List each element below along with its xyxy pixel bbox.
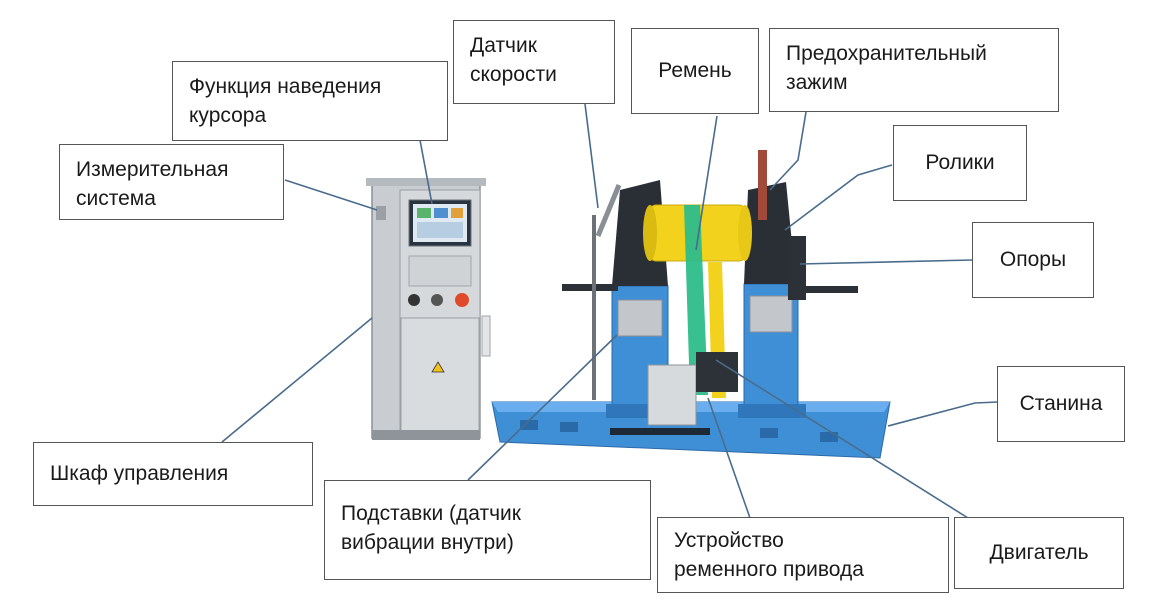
leader-cursor-function bbox=[419, 139, 433, 205]
label-cursor-function-line2: курсора bbox=[189, 104, 267, 127]
label-supports: Опоры bbox=[972, 222, 1094, 298]
label-motor: Двигатель bbox=[954, 517, 1124, 589]
label-cursor-function: Функция наведения курсора bbox=[172, 61, 448, 141]
label-belt-drive: Устройство ременного привода bbox=[657, 517, 949, 593]
leader-belt bbox=[695, 115, 718, 251]
label-control-cabinet: Шкаф управления bbox=[33, 442, 313, 506]
label-speed-sensor-line2: скорости bbox=[470, 63, 557, 86]
belt-drive-box bbox=[647, 352, 738, 426]
label-cursor-function-line1: Функция наведения bbox=[189, 75, 382, 98]
label-stands-line2: вибрации внутри) bbox=[341, 531, 514, 554]
label-bed: Станина bbox=[997, 366, 1125, 442]
label-stands-line1: Подставки (датчик bbox=[341, 502, 521, 525]
leader-control-cabinet bbox=[221, 317, 373, 443]
label-safety-clamp: Предохранительный зажим bbox=[769, 28, 1059, 112]
label-belt-drive-line2: ременного привода bbox=[674, 558, 864, 581]
leader-rollers bbox=[784, 164, 893, 231]
label-safety-clamp-line2: зажим bbox=[786, 71, 848, 94]
leader-safety-clamp bbox=[769, 111, 807, 191]
label-bed-text: Станина bbox=[1019, 392, 1103, 415]
control-cabinet bbox=[366, 178, 491, 440]
label-belt-drive-line1: Устройство bbox=[674, 529, 784, 552]
right-pedestal bbox=[738, 182, 858, 418]
leader-motor bbox=[715, 359, 969, 519]
label-motor-text: Двигатель bbox=[989, 541, 1089, 564]
speed-sensor-arm bbox=[592, 184, 622, 400]
leader-speed-sensor bbox=[584, 103, 599, 209]
label-belt: Ремень bbox=[631, 28, 759, 114]
leader-supports bbox=[799, 259, 973, 265]
leader-stands bbox=[467, 334, 618, 481]
label-measuring-system-line1: Измерительная bbox=[76, 158, 229, 181]
label-rollers-text: Ролики bbox=[925, 151, 995, 174]
label-supports-text: Опоры bbox=[999, 248, 1067, 271]
label-rollers: Ролики bbox=[893, 125, 1027, 201]
label-safety-clamp-line1: Предохранительный bbox=[786, 42, 987, 65]
label-control-cabinet-text: Шкаф управления bbox=[50, 462, 229, 485]
safety-clamp bbox=[758, 150, 767, 220]
label-speed-sensor: Датчик скорости bbox=[453, 20, 615, 104]
label-speed-sensor-line1: Датчик bbox=[470, 34, 537, 57]
leader-measuring-system bbox=[284, 179, 378, 211]
label-measuring-system: Измерительная система bbox=[59, 144, 284, 220]
label-belt-text: Ремень bbox=[658, 59, 732, 82]
leader-belt-drive bbox=[707, 397, 751, 519]
leader-bed bbox=[887, 401, 999, 427]
label-stands: Подставки (датчик вибрации внутри) bbox=[324, 480, 651, 580]
label-measuring-system-line2: система bbox=[76, 187, 156, 210]
